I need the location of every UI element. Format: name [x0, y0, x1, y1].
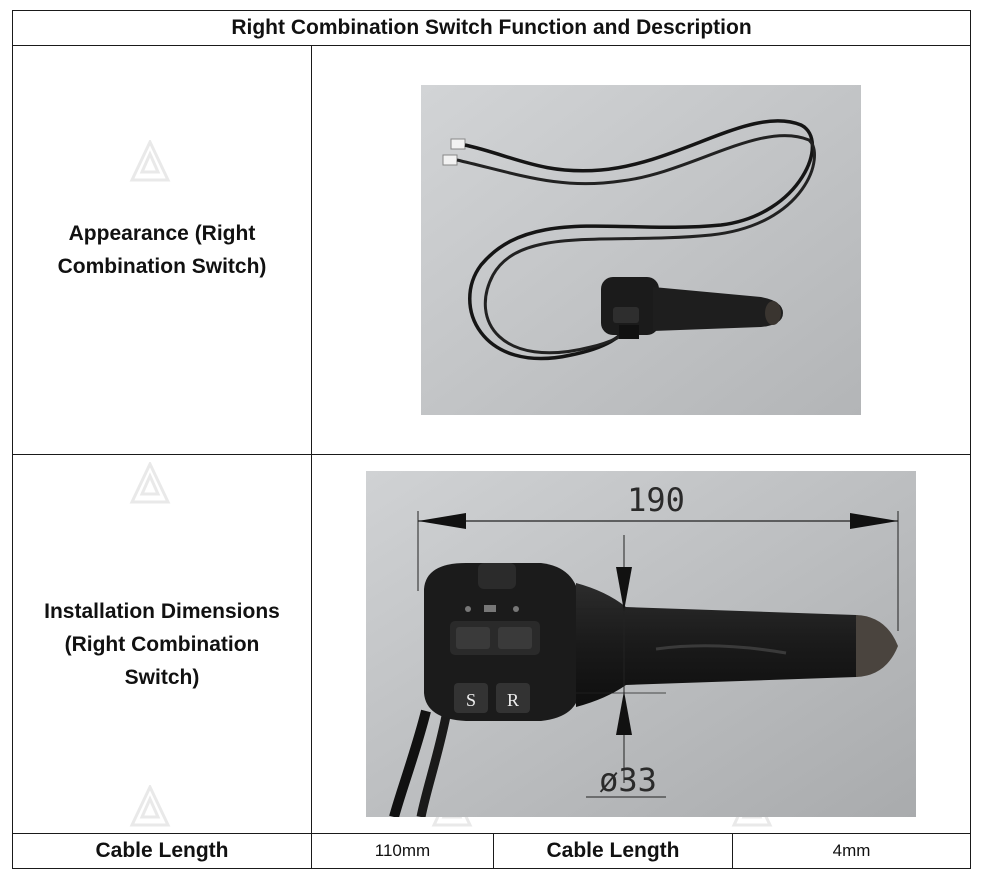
cable-length-value-2: 4mm	[731, 833, 972, 869]
table-title: Right Combination Switch Function and De…	[11, 10, 972, 46]
r-button-label: R	[507, 690, 519, 710]
switch-appearance-photo	[421, 85, 861, 415]
appearance-label-cell: Appearance (Right Combination Switch)	[12, 45, 312, 455]
diameter-dimension: ø33	[599, 761, 657, 799]
cable-length-row: Cable Length 110mm Cable Length 4mm	[12, 833, 972, 869]
length-dimension: 190	[627, 481, 685, 519]
cable-length-value-1: 110mm	[311, 833, 494, 869]
appearance-row: Appearance (Right Combination Switch)	[12, 45, 972, 455]
installation-dimensions-row: Installation Dimensions (Right Combinati…	[12, 454, 972, 834]
dimensions-label: Installation Dimensions (Right Combinati…	[44, 599, 280, 689]
cable-length-label-1: Cable Length	[12, 833, 312, 869]
appearance-photo-cell	[310, 45, 972, 455]
table-title-row: Right Combination Switch Function and De…	[11, 10, 972, 46]
dimensions-label-cell: Installation Dimensions (Right Combinati…	[12, 454, 312, 834]
switch-dimension-photo: S R 190 ø33	[366, 471, 916, 817]
appearance-label: Appearance (Right Combination Switch)	[57, 222, 267, 278]
dimensions-photo-cell: S R 190 ø33	[310, 454, 972, 834]
cable-length-label-2: Cable Length	[493, 833, 733, 869]
s-button-label: S	[466, 690, 476, 710]
specification-table: Right Combination Switch Function and De…	[11, 10, 972, 869]
